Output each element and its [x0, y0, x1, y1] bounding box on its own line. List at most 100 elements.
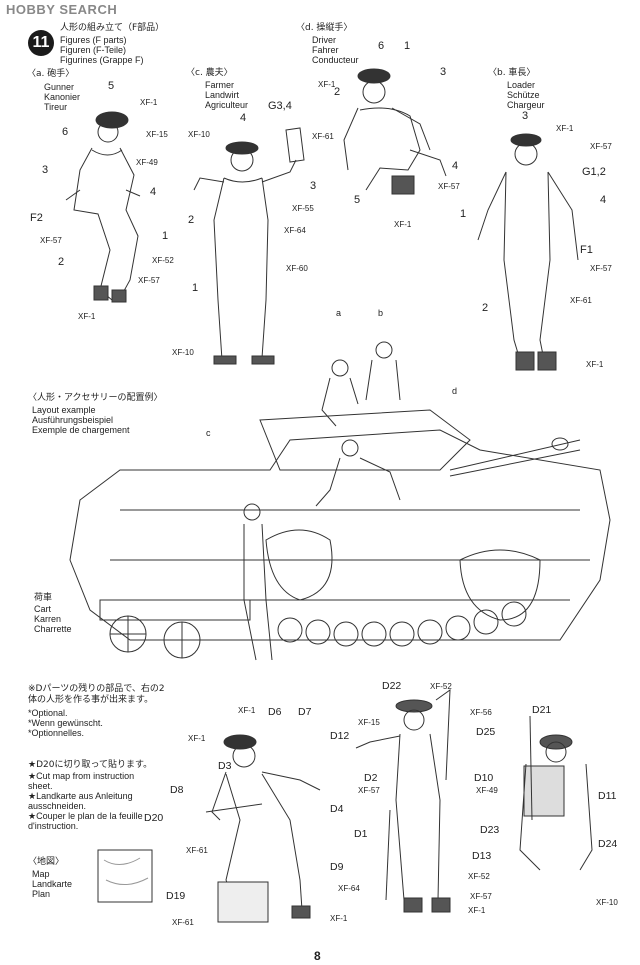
step-title-ja: 人形の組み立て（F部品）	[60, 23, 165, 33]
paint-code: XF-60	[286, 264, 308, 273]
d-part-label: D6	[268, 706, 282, 718]
paint-code: XF-64	[338, 884, 360, 893]
loader-figure-illustration	[477, 133, 579, 371]
paint-code: XF-1	[78, 312, 96, 321]
paint-code: XF-56	[470, 708, 492, 717]
paint-code: XF-1	[330, 914, 348, 923]
paint-code: XF-57	[438, 182, 460, 191]
driver-figure-illustration	[343, 68, 447, 195]
soldier-shovel-illustration	[355, 688, 451, 913]
part-label: 4	[150, 186, 157, 198]
d-part-label: D8	[170, 784, 184, 796]
paint-code: XF-10	[596, 898, 618, 907]
figure-c-en: Farmer	[205, 80, 234, 90]
part-label: 3	[310, 180, 317, 192]
paint-code: XF-55	[292, 204, 314, 213]
paint-code: XF-57	[590, 264, 612, 273]
part-label: 5	[108, 80, 115, 92]
paint-code: XF-57	[40, 236, 62, 245]
paint-code: XF-61	[570, 296, 592, 305]
d-part-label: D21	[532, 704, 552, 716]
paint-code: XF-1	[318, 80, 336, 89]
d-part-label: D23	[480, 824, 500, 836]
layout-example-de: Ausführungsbeispiel	[32, 415, 114, 425]
step-title-de: Figuren (F-Teile)	[60, 45, 127, 55]
paint-code: XF-1	[140, 98, 158, 107]
d-part-label: D2	[364, 772, 378, 784]
figure-a-en: Gunner	[44, 82, 75, 92]
figure-a-fr: Tireur	[44, 102, 68, 112]
figure-a-title-ja: 〈a. 砲手〉	[27, 69, 75, 79]
cart-de: Karren	[34, 614, 62, 624]
optional-note-fr: *Optionnelles.	[28, 728, 85, 738]
figure-a-de: Kanonier	[44, 92, 81, 102]
layout-marker: b	[378, 308, 384, 318]
layout-example-fr: Exemple de chargement	[32, 425, 130, 435]
figure-c-fr: Agriculteur	[205, 100, 249, 110]
part-label: 1	[192, 282, 199, 294]
part-label: F1	[580, 244, 593, 256]
paint-code: XF-1	[468, 906, 486, 915]
d-part-label: D3	[218, 760, 232, 772]
d-part-label: D13	[472, 850, 492, 862]
farmer-figure-illustration	[193, 127, 305, 365]
paint-code: XF-61	[186, 846, 208, 855]
map-label-fr: Plan	[32, 889, 51, 899]
map-note-fr: ★Couper le plan de la feuille d'instruct…	[28, 811, 143, 831]
optional-note-ja: ※Dパーツの残りの部品で、右の2体の人形を作る事が出来ます。	[28, 684, 165, 705]
soldier-backview-illustration	[519, 715, 593, 871]
d-part-label: D9	[330, 861, 344, 873]
paint-code: XF-10	[188, 130, 210, 139]
figure-d-de: Fahrer	[312, 45, 339, 55]
d-part-label: D12	[330, 730, 350, 742]
layout-marker: c	[206, 428, 211, 438]
gunner-figure-illustration	[65, 111, 141, 303]
cart-illustration	[99, 599, 251, 659]
officer-figure-illustration	[205, 734, 321, 923]
part-label: G1,2	[582, 166, 606, 178]
paint-code: XF-57	[138, 276, 160, 285]
paint-code: XF-1	[586, 360, 604, 369]
map-label-ja: 〈地図〉	[28, 857, 65, 867]
layout-marker: d	[452, 386, 458, 396]
d-part-label: D20	[144, 812, 164, 824]
part-label: 5	[354, 194, 361, 206]
paint-code: XF-1	[188, 734, 206, 743]
cart-fr: Charrette	[34, 624, 72, 634]
page-number: 8	[314, 949, 321, 963]
optional-note-en: *Optional.	[28, 708, 68, 718]
map-thumbnail	[97, 849, 153, 903]
paint-code: XF-57	[470, 892, 492, 901]
part-label: 4	[240, 112, 247, 124]
part-label: 6	[378, 40, 385, 52]
part-label: 2	[482, 302, 489, 314]
paint-code: XF-57	[358, 786, 380, 795]
part-label: F2	[30, 212, 43, 224]
figure-c-de: Landwirt	[205, 90, 240, 100]
figure-d-title-ja: 〈d. 操縦手〉	[296, 23, 353, 33]
cart-title-ja: 荷車	[34, 593, 53, 603]
paint-code: XF-1	[394, 220, 412, 229]
d-part-label: D1	[354, 828, 368, 840]
d-part-label: D24	[598, 838, 618, 850]
map-note-ja: ★D20に切り取って貼ります。	[28, 760, 153, 770]
paint-code: XF-52	[152, 256, 174, 265]
paint-code: XF-10	[172, 348, 194, 357]
part-label: G3,4	[268, 100, 292, 112]
map-label-de: Landkarte	[32, 879, 73, 889]
figure-d-en: Driver	[312, 35, 336, 45]
paint-code: XF-57	[590, 142, 612, 151]
d-part-label: D10	[474, 772, 494, 784]
d-part-label: D22	[382, 680, 402, 692]
paint-code: XF-49	[136, 158, 158, 167]
step-number-badge: 11	[28, 30, 54, 56]
figure-c-title-ja: 〈c. 農夫〉	[186, 68, 233, 78]
layout-example-en: Layout example	[32, 405, 96, 415]
part-label: 4	[600, 194, 607, 206]
paint-code: XF-1	[238, 706, 256, 715]
paint-code: XF-61	[172, 918, 194, 927]
d-part-label: D11	[598, 790, 617, 802]
layout-marker: a	[336, 308, 342, 318]
map-note-en: ★Cut map from instruction sheet.	[28, 771, 135, 791]
